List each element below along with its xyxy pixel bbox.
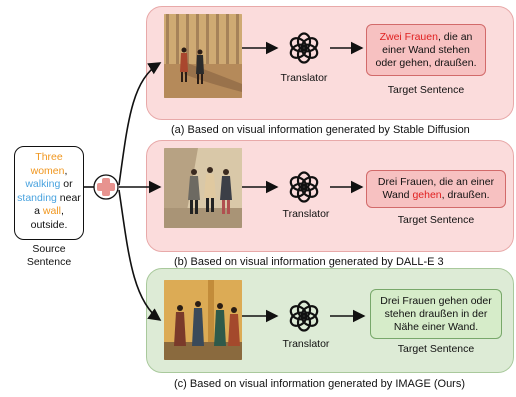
target-sentence-box: Zwei Frauen, die an einer Wand stehen od… <box>366 24 486 76</box>
source-word: women <box>30 164 65 177</box>
translator-label: Translator <box>282 208 330 220</box>
source-label-line2: Sentence <box>26 256 72 268</box>
source-word: Three <box>35 151 63 163</box>
target-text: Drei Frauen, die an einer Wand <box>377 176 495 201</box>
generated-image-dalle3 <box>164 148 242 228</box>
source-word: walking <box>25 178 61 190</box>
branch-arrows <box>118 62 162 321</box>
source-word: standing <box>17 191 57 204</box>
source-word: a <box>34 205 43 217</box>
source-word: , <box>64 164 68 177</box>
source-word: wall <box>42 205 61 217</box>
source-sentence-box: Three women, walking or standing near a … <box>14 146 84 240</box>
openai-logo-icon <box>289 171 319 203</box>
target-text: Drei Frauen gehen oder stehen draußen in… <box>380 294 492 333</box>
caption-a: (a) Based on visual information generate… <box>171 124 470 136</box>
target-label: Target Sentence <box>387 84 465 96</box>
source-word: outside. <box>30 218 68 231</box>
caption-c: (c) Based on visual information generate… <box>174 378 466 390</box>
image-figures <box>164 148 242 228</box>
source-label-line1: Source <box>32 243 66 255</box>
source-word: , <box>60 205 64 217</box>
target-label: Target Sentence <box>397 343 475 355</box>
translator-label: Translator <box>280 72 328 84</box>
target-sentence-box: Drei Frauen gehen oder stehen draußen in… <box>370 289 502 339</box>
target-label: Target Sentence <box>397 214 475 226</box>
generated-image-ours <box>164 280 242 360</box>
image-figures <box>164 280 242 360</box>
source-word: or <box>60 178 73 190</box>
translator-label: Translator <box>282 338 330 350</box>
target-text: , die an einer Wand stehen oder gehen, d… <box>375 30 477 69</box>
target-text-highlight: Zwei Frauen <box>379 30 438 43</box>
caption-b: (b) Based on visual information generate… <box>174 256 444 268</box>
openai-logo-icon <box>289 32 319 64</box>
source-label: Source Sentence <box>14 243 84 269</box>
image-figures <box>164 14 242 98</box>
target-sentence-box: Drei Frauen, die an einer Wand gehen, dr… <box>366 170 506 208</box>
target-text: , draußen. <box>441 189 490 201</box>
target-text-highlight: gehen <box>412 189 442 201</box>
source-word: near <box>56 191 81 204</box>
openai-logo-icon <box>289 300 319 332</box>
plus-icon <box>93 174 119 200</box>
generated-image-stable-diffusion <box>164 14 242 98</box>
flow-arrows <box>242 41 366 323</box>
